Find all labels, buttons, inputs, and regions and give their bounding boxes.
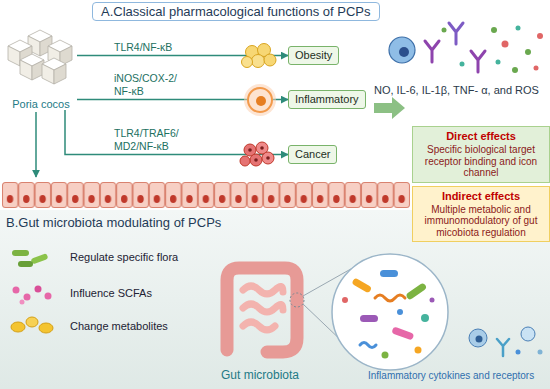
effect-box: Indirect effectsMultiple metabolic and i… [412,186,550,243]
edge-label: TLR4/NF-κB [112,41,190,53]
effect-body: Multiple metabolic and immunomodulatory … [418,204,544,239]
item-label: Regulate specific flora [70,251,178,263]
section-heading: B.Gut microbiota modulating of PCPs [6,215,544,230]
metabolite-icon [11,317,53,333]
item-label: Change metabolites [70,320,168,332]
section-heading: A.Classical pharmacological functions of… [101,4,371,19]
fat-cell-icon [242,44,277,68]
effect-arrow [374,97,405,119]
note-label: Inflammatory cytokines and receptors [368,370,534,381]
cytokine-illustration [389,23,543,73]
organ-node: Gut microbiota [205,258,315,382]
flora-icon [12,250,48,267]
scfa-icon [13,286,52,305]
disease-label: Obesity [295,49,332,62]
cancer-cell-icon [240,142,274,166]
disease-box: Inflammatory [288,90,366,109]
edge-label: TLR4/TRAF6/ MD2/NF-κB [112,127,190,151]
disease-label: Inflammatory [295,93,359,106]
immune-cells [469,327,543,356]
cytokine-list: NO, IL-6, IL-1β, TNF- α, and ROS [374,84,539,96]
down-arrow [35,112,37,177]
source-label: Poria cocos [12,98,69,110]
section-panel: B.Gut microbiota modulating of PCPsGut m… [0,212,550,389]
section-heading-box: A.Classical pharmacological functions of… [92,2,380,21]
source-node: Poria cocos [5,26,77,110]
intestine-illustration [227,268,297,352]
item-label: Influence SCFAs [70,287,152,299]
organ-label: Gut microbiota [221,368,299,382]
disease-box: Cancer [288,145,337,164]
disease-box: Obesity [288,46,339,65]
effect-heading: Indirect effects [418,190,544,203]
inflamed-cell-icon [244,84,276,116]
poria-cubes [8,30,72,84]
disease-label: Cancer [295,148,330,161]
effect-box: Direct effectsSpecific biological target… [412,126,550,183]
microbiota-circle [332,254,448,370]
effect-heading: Direct effects [418,130,544,143]
edge-label: iNOS/COX-2/ NF-κB [112,72,190,96]
effect-body: Specific biological target receptor bind… [418,144,544,179]
epithelium-band [2,182,410,208]
